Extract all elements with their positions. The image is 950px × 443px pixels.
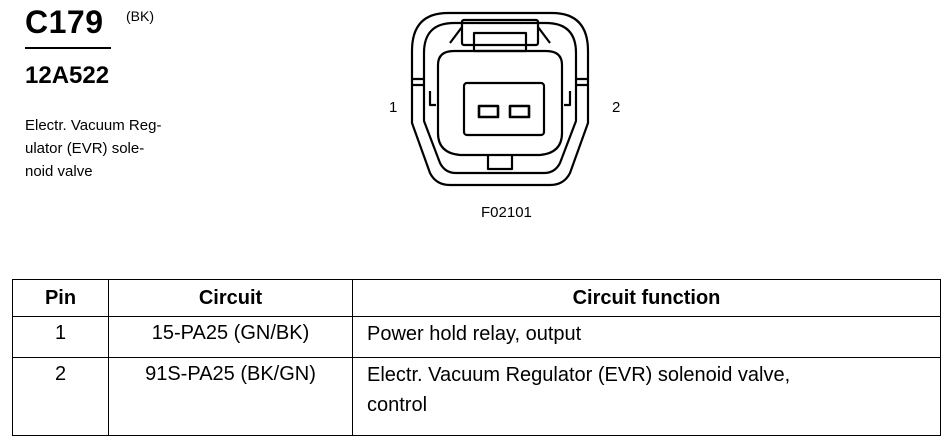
description-line: noid valve (25, 163, 93, 180)
part-number: 12A522 (25, 62, 110, 89)
connector-side-rib-left (412, 77, 436, 107)
component-description: Electr. Vacuum Reg- ulator (EVR) sole- n… (25, 114, 205, 183)
header-circuit-function: Circuit function (352, 279, 941, 317)
connector-inner-frame (436, 49, 564, 157)
function-line: Power hold relay, output (367, 323, 582, 345)
latch-ramp (449, 26, 551, 44)
pin-1-label: 1 (389, 99, 398, 116)
connector-color: (BK) (126, 8, 154, 24)
terminal-cavity-1 (477, 104, 500, 119)
connector-latch-inner (472, 31, 528, 53)
connector-latch (460, 18, 540, 47)
description-line: ulator (EVR) sole- (25, 140, 145, 157)
figure-code: F02101 (481, 204, 532, 221)
header-circuit: Circuit (108, 279, 353, 317)
pin-2-label: 2 (612, 99, 621, 116)
table-row: 1 15-PA25 (GN/BK) Power hold relay, outp… (12, 316, 941, 358)
circuit-function-cell: Power hold relay, output (352, 316, 941, 358)
pin-table: Pin Circuit Circuit function 1 15-PA25 (… (12, 279, 941, 436)
function-line: control (367, 394, 428, 416)
connector-face-diagram (410, 11, 590, 187)
connector-side-rib-right (564, 77, 588, 107)
terminal-cavity-2 (508, 104, 531, 119)
polarization-key (486, 155, 514, 171)
circuit-cell: 15-PA25 (GN/BK) (108, 316, 353, 358)
connector-id: C179 (25, 4, 104, 40)
circuit-function-cell: Electr. Vacuum Regulator (EVR) solenoid … (352, 357, 941, 436)
table-header-row: Pin Circuit Circuit function (12, 279, 941, 317)
connector-inner-shell (422, 21, 578, 175)
terminal-cavity-block (462, 81, 546, 137)
description-line: Electr. Vacuum Reg- (25, 117, 162, 134)
circuit-cell: 91S-PA25 (BK/GN) (108, 357, 353, 436)
header-pin: Pin (12, 279, 109, 317)
connector-outer-shell (410, 11, 590, 187)
pin-cell: 1 (12, 316, 109, 358)
function-line: Electr. Vacuum Regulator (EVR) solenoid … (367, 364, 791, 386)
pin-cell: 2 (12, 357, 109, 436)
title-underline (25, 47, 111, 49)
table-row: 2 91S-PA25 (BK/GN) Electr. Vacuum Regula… (12, 357, 941, 436)
